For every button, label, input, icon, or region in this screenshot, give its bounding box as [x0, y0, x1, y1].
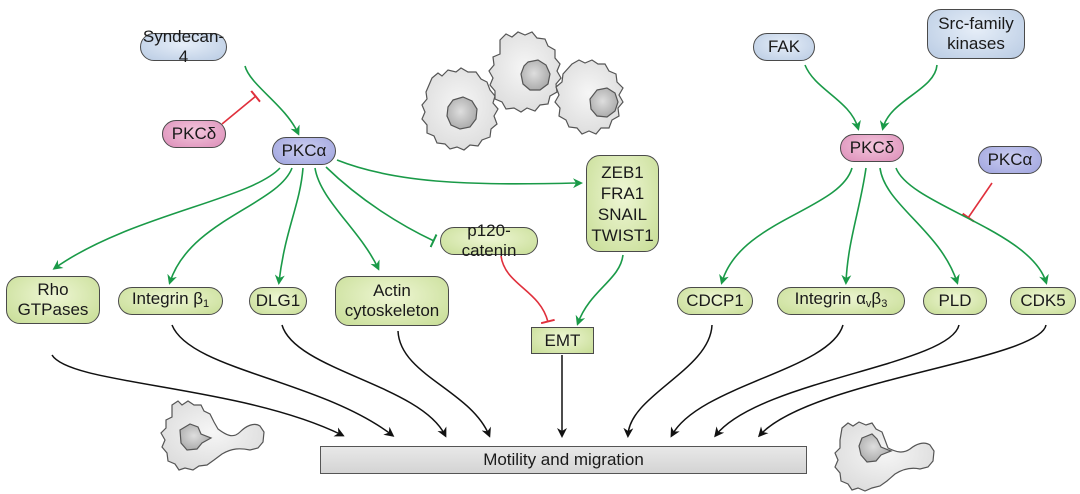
arrow-pkca-to-dlg1: [274, 167, 304, 285]
tf-label: SNAIL: [597, 204, 648, 224]
node-dlg1: DLG1: [249, 287, 307, 315]
arrow-actin-to-motility: [397, 330, 491, 438]
inhibit-pkca-to-cdk5: [961, 182, 993, 223]
node-rho-gtpases: Rho GTPases: [6, 276, 100, 324]
node-pkc-alpha-hub: PKCα: [272, 137, 336, 165]
node-pld: PLD: [923, 287, 987, 315]
migrating-cell-right-icon: [834, 421, 935, 492]
node-label-line1: Src-family: [938, 14, 1014, 33]
node-label: FAK: [767, 37, 801, 56]
node-cdcp1: CDCP1: [677, 287, 753, 315]
arrow-integrinavb3-to-motility: [670, 324, 844, 438]
arrow-syndecan-to-pkca: [244, 65, 300, 136]
node-label: PKCδ: [849, 138, 895, 157]
node-label: CDK5: [1020, 291, 1066, 310]
arrow-integrinb1-to-motility: [171, 324, 395, 437]
node-label-line2: kinases: [947, 34, 1005, 53]
node-actin-cytoskeleton: Actin cytoskeleton: [335, 276, 449, 326]
node-pkc-alpha-inhibitor: PKCα: [978, 146, 1042, 174]
node-integrin-avb3: Integrin αvβ3: [777, 287, 905, 315]
arrow-pkca-to-actin: [314, 167, 380, 271]
node-label: p120-catenin: [461, 221, 517, 260]
arrow-pld-to-motility: [714, 324, 960, 438]
arrow-pkca-to-integrinb1: [167, 167, 293, 285]
node-label: DLG1: [255, 291, 301, 310]
motility-and-migration-bar: Motility and migration: [320, 446, 807, 474]
tf-label: ZEB1: [601, 162, 644, 182]
inhibit-p120-to-emt: [500, 255, 555, 325]
node-label: Syndecan-4: [142, 27, 225, 66]
tf-label: FRA1: [600, 183, 645, 203]
arrow-pkca-to-rho: [52, 167, 281, 270]
node-cdk5: CDK5: [1010, 287, 1076, 315]
node-pkc-delta-inhibitor: PKCδ: [162, 120, 226, 148]
node-label: PLD: [938, 291, 972, 310]
node-label: PKCδ: [171, 124, 217, 143]
arrow-pkcd-to-integrinavb3: [841, 167, 867, 285]
migrating-cell-left-icon: [160, 400, 265, 471]
node-label-line1: Rho: [37, 280, 69, 299]
arrow-src-to-pkcd: [879, 64, 938, 131]
arrow-pkcd-to-pld: [879, 167, 960, 285]
node-pkc-delta-hub: PKCδ: [840, 134, 904, 162]
node-transcription-factors: ZEB1 FRA1 SNAIL TWIST1: [586, 155, 659, 252]
node-label: Integrin β1: [131, 288, 210, 310]
node-label: Integrin αvβ3: [794, 288, 888, 310]
arrow-rho-to-motility: [51, 354, 345, 437]
inhibit-pkcd-to-syndecan-arrow: [221, 90, 261, 125]
node-p120-catenin: p120-catenin: [440, 221, 538, 260]
arrow-pkcd-to-cdk5: [895, 167, 1049, 285]
rounded-cells-cluster-icon: [421, 31, 624, 151]
node-src-family-kinases: Src-family kinases: [927, 9, 1025, 59]
arrow-cdk5-to-motility: [757, 324, 1047, 438]
inhibit-pkca-to-p120: [325, 166, 438, 248]
node-syndecan-4: Syndecan-4: [140, 27, 227, 66]
tf-label: TWIST1: [591, 225, 654, 245]
node-fak: FAK: [753, 33, 815, 61]
node-label: EMT: [544, 330, 581, 350]
arrow-cdcp1-to-motility: [623, 324, 713, 438]
node-label-line2: GTPases: [17, 300, 89, 319]
arrow-fak-to-pkcd: [804, 64, 861, 131]
arrow-tf-to-emt: [575, 254, 624, 326]
node-integrin-beta1: Integrin β1: [118, 287, 223, 315]
node-label: PKCα: [281, 141, 327, 160]
arrow-pkcd-to-cdcp1: [719, 167, 853, 285]
output-label: Motility and migration: [483, 450, 644, 469]
arrow-pkca-to-zeb1: [336, 159, 583, 189]
node-label-line1: Actin: [373, 281, 411, 300]
node-emt: EMT: [531, 327, 594, 354]
node-label: CDCP1: [686, 291, 744, 310]
node-label-line2: cytoskeleton: [344, 301, 440, 320]
node-label: PKCα: [987, 150, 1033, 169]
arrow-dlg1-to-motility: [281, 324, 447, 438]
